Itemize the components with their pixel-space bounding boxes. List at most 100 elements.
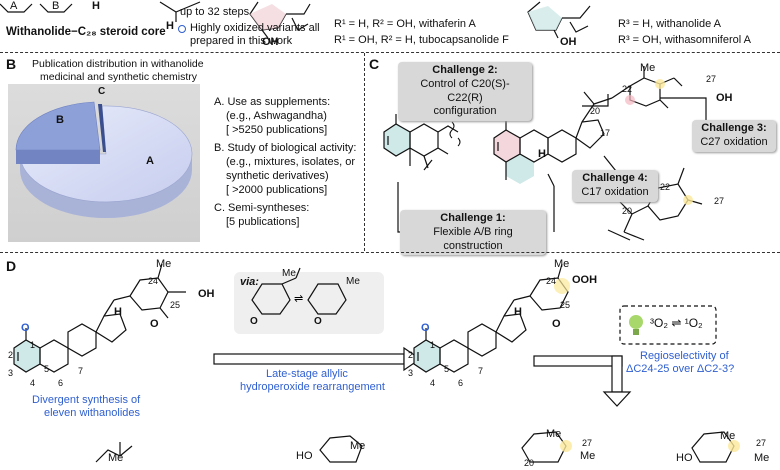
legend-a-3: [ >5250 publications] xyxy=(226,124,328,136)
substituent-2: R¹ = OH, R² = H, tubocapsanolide F xyxy=(334,34,509,46)
d-left-7: 7 xyxy=(78,366,84,376)
regio-text-2: ΔC24-25 over ΔC2-3? xyxy=(626,363,735,375)
legend-c-1: C. Semi-syntheses: xyxy=(214,202,310,214)
panel-c-letter: C xyxy=(369,56,380,72)
svg-text:⇌: ⇌ xyxy=(294,293,303,305)
challenge-3-title: Challenge 3: xyxy=(701,122,767,134)
d-left-2: 2 xyxy=(8,350,14,360)
oxygen-equilibrium: ³O₂ ⇌ ¹O₂ xyxy=(650,316,703,330)
via-o: O xyxy=(250,316,258,327)
challenge-1-title: Challenge 1: xyxy=(440,212,506,224)
d-right-6: 6 xyxy=(458,378,464,388)
panel-b-title-2: medicinal and synthetic chemistry xyxy=(40,71,197,83)
d-right-3: 3 xyxy=(408,368,414,378)
divergent-text-1: Divergent synthesis of xyxy=(32,394,141,406)
bottom-20: 20 xyxy=(524,458,535,468)
top-ring-sketch xyxy=(0,1,591,39)
bottom-27-1: 27 xyxy=(582,438,593,448)
legend-b-3: synthetic derivatives) xyxy=(226,170,329,182)
challenge-2-title: Challenge 2: xyxy=(432,64,498,76)
d-right-2: 2 xyxy=(408,350,414,360)
rearrangement-text-2: hydroperoxide rearrangement xyxy=(240,381,385,393)
via-o-2: O xyxy=(314,316,322,327)
pie-slice-b xyxy=(15,101,101,151)
d-left-oh: OH xyxy=(198,288,215,300)
c-h-label: H xyxy=(538,148,546,160)
top-h-label: H xyxy=(92,0,100,12)
divider-bc xyxy=(364,53,365,251)
legend-a-1: A. Use as supplements: xyxy=(214,96,331,108)
challenge-2-line-2: configuration xyxy=(433,105,497,118)
c-22-label-2: 22 xyxy=(660,182,671,192)
d-left-3: 3 xyxy=(8,368,14,378)
d-left-24: 24 xyxy=(148,276,159,286)
panel-b-title-1: Publication distribution in withanolide xyxy=(32,58,204,70)
oxidized-note-2: prepared in this work xyxy=(190,35,293,47)
bottom-me-3: Me xyxy=(546,428,562,440)
d-left-me: Me xyxy=(156,258,172,270)
challenge-2-line-1: Control of C20(S)-C22(R) xyxy=(420,77,510,104)
steps-note: up to 32 steps xyxy=(180,6,250,18)
c-27-label-2: 27 xyxy=(714,196,725,206)
c-me-label: Me xyxy=(640,62,656,74)
c-20-label: 20 xyxy=(590,106,601,116)
d-right-5: 5 xyxy=(444,364,450,374)
legend-b-1: B. Study of biological activity: xyxy=(214,142,357,154)
bottom-ho-1: HO xyxy=(296,450,313,462)
divergent-text-2: eleven withanolides xyxy=(44,407,141,419)
divider-mid xyxy=(0,252,780,253)
panel-b-letter: B xyxy=(6,56,17,72)
pie-label-b: B xyxy=(56,114,64,126)
d-right-1: 1 xyxy=(430,340,436,350)
top-h-label-2: H xyxy=(166,20,174,32)
bottom-27-2: 27 xyxy=(756,438,767,448)
c-17-label: 17 xyxy=(600,128,611,138)
bottom-me-1: Me xyxy=(108,452,124,464)
pie-label-c: C xyxy=(98,86,106,97)
challenge-3-line-1: C27 oxidation xyxy=(700,135,768,148)
bottom-me-2: Me xyxy=(350,440,366,452)
d-left-h: H xyxy=(114,306,122,318)
c-20-label-2: 20 xyxy=(622,206,633,216)
d-right-ooh: OOH xyxy=(572,274,598,286)
c-22-label: 22 xyxy=(622,84,633,94)
legend-c-2: [5 publications] xyxy=(226,216,300,228)
ring-label-b: B xyxy=(52,0,60,12)
challenge-2-box: Challenge 2: Control of C20(S)-C22(R) co… xyxy=(398,62,532,121)
d-left-o: O xyxy=(150,318,159,330)
d-right-o: O xyxy=(552,318,561,330)
challenge-1-line-1: Flexible A/B ring construction xyxy=(433,225,513,252)
d-left-25: 25 xyxy=(170,300,181,310)
bottom-me-6: Me xyxy=(754,452,770,464)
ring-label-a: A xyxy=(10,0,18,12)
d-right-7: 7 xyxy=(478,366,484,376)
bottom-me-4: Me xyxy=(580,450,596,462)
substituent-1: R¹ = H, R² = OH, withaferin A xyxy=(334,18,476,30)
regio-text-1: Regioselectivity of xyxy=(640,350,729,362)
pie-slice-a xyxy=(19,105,193,203)
d-left-o-ketone: O xyxy=(21,322,30,334)
d-left-6: 6 xyxy=(58,378,64,388)
d-left-5: 5 xyxy=(44,364,50,374)
legend-b-2: (e.g., mixtures, isolates, or xyxy=(226,156,355,168)
substituent-3: R³ = H, withanolide A xyxy=(618,18,722,30)
steroid-core-label: Withanolide−C₂₈ steroid core xyxy=(6,26,166,38)
d-left-1: 1 xyxy=(30,340,36,350)
d-right-h: H xyxy=(514,306,522,318)
bullet-icon xyxy=(178,25,186,33)
via-label: via: xyxy=(240,276,259,288)
pie-chart xyxy=(15,101,193,218)
panel-d-structures: ⇌ xyxy=(13,263,740,463)
via-me-1: Me xyxy=(282,268,296,279)
bottom-ho-2: HO xyxy=(676,452,693,464)
c-oh-label: OH xyxy=(716,92,733,104)
d-right-o-ketone: O xyxy=(421,322,430,334)
substituent-4: R³ = OH, withasomniferol A xyxy=(618,34,751,46)
rearrangement-text-1: Late-stage allylic xyxy=(266,368,348,380)
pie-label-a: A xyxy=(146,155,154,167)
d-right-24: 24 xyxy=(546,276,557,286)
challenge-3-box: Challenge 3: C27 oxidation xyxy=(692,120,776,152)
d-right-25: 25 xyxy=(560,300,571,310)
top-oh-label-2: OH xyxy=(560,36,577,48)
pie-slice-c xyxy=(98,104,106,152)
